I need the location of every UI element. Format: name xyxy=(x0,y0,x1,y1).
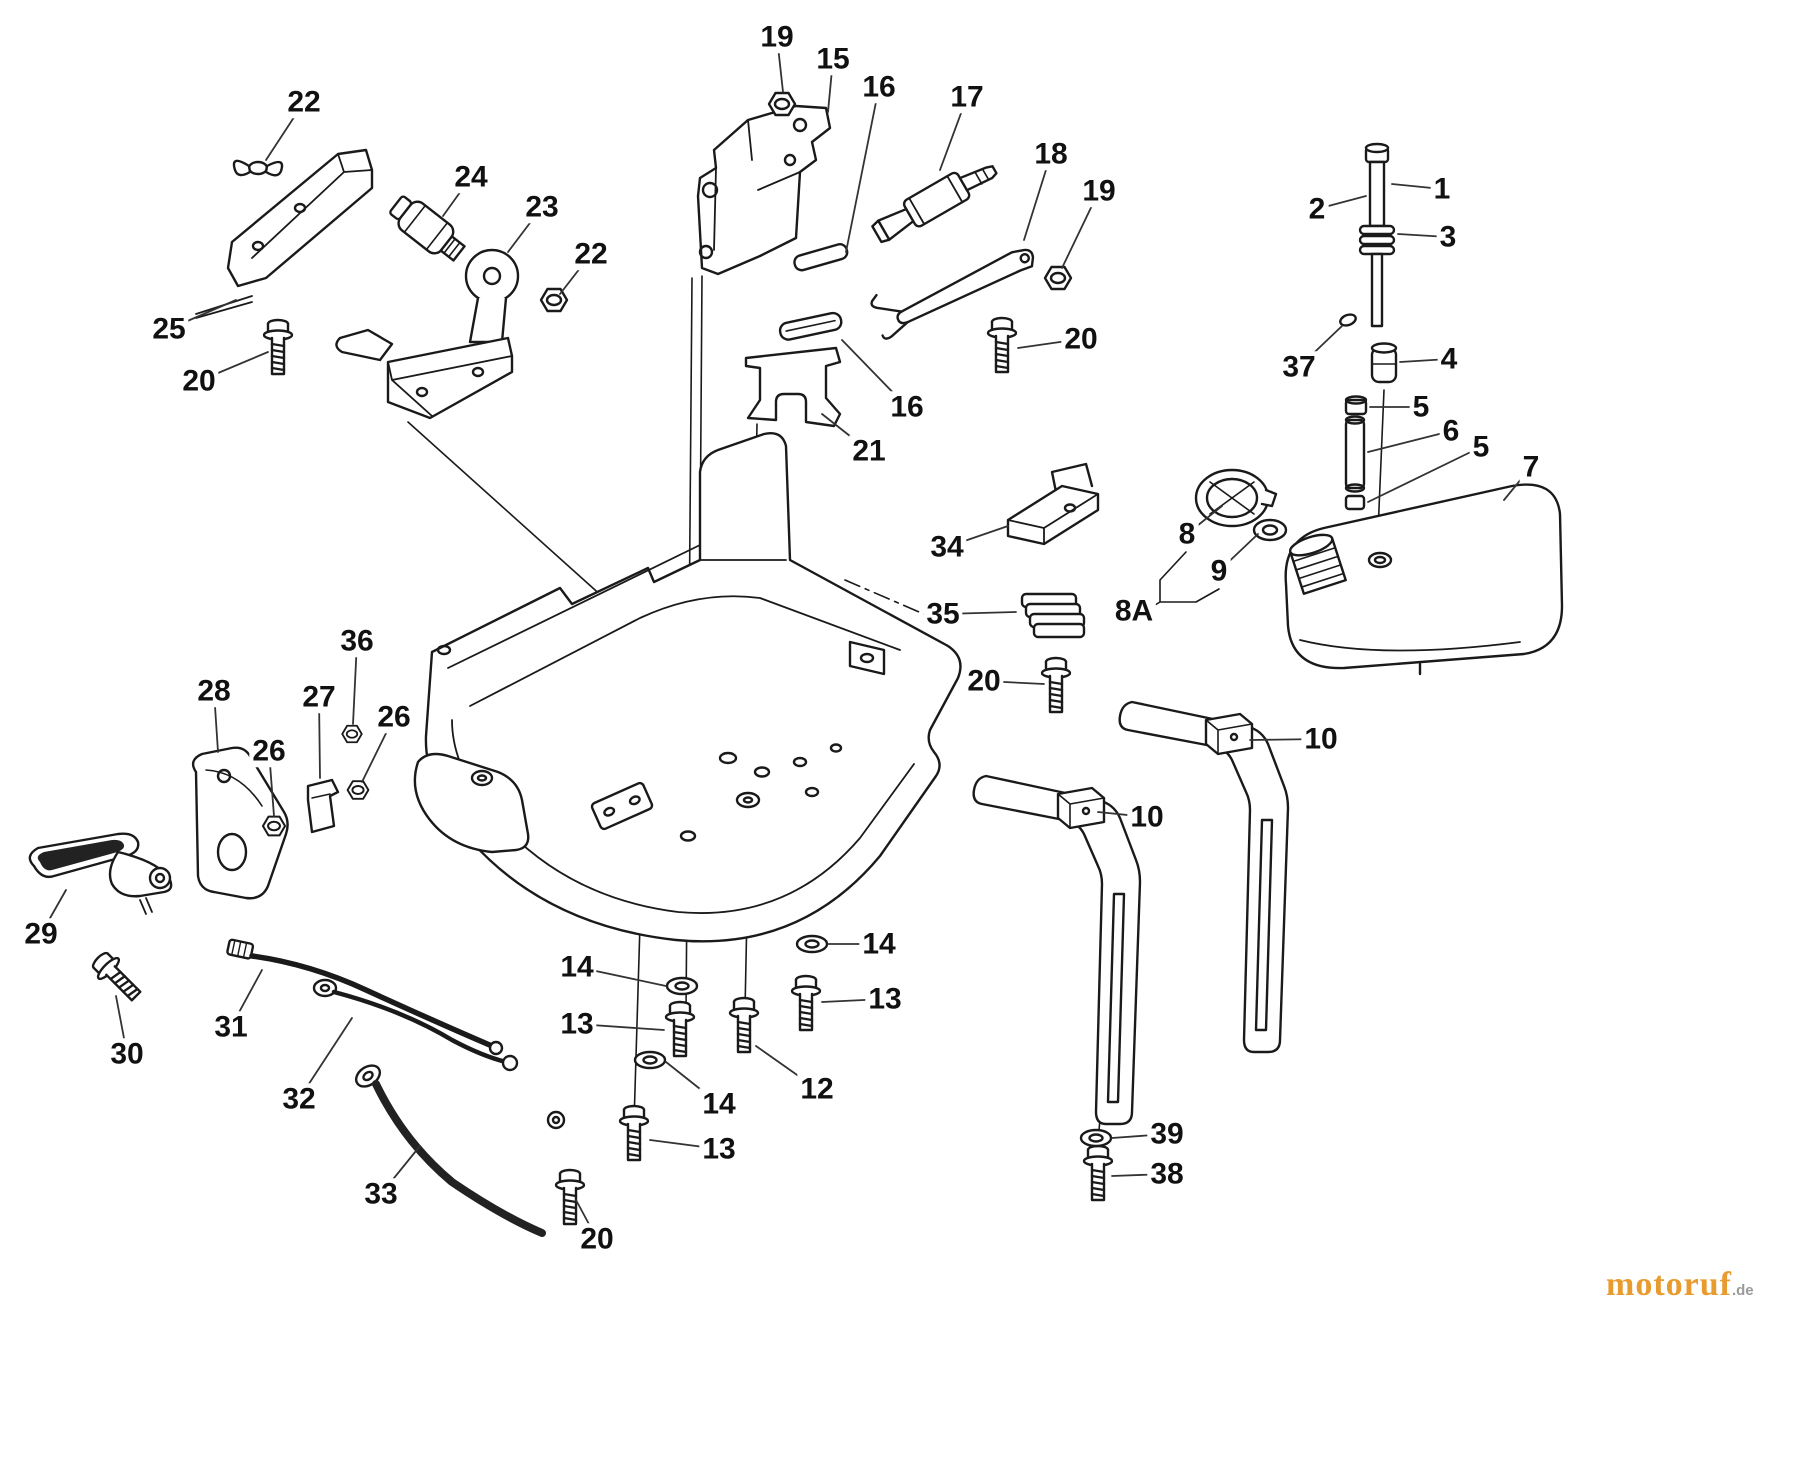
slide-plate-16-lower xyxy=(778,311,843,341)
deck-housing xyxy=(413,432,962,943)
cable-clamp-27 xyxy=(306,778,340,834)
bracket-34 xyxy=(1006,462,1100,546)
throttle-cable-31 xyxy=(226,938,504,1056)
cable-32 xyxy=(312,978,566,1130)
watermark-brand-text: motoruf xyxy=(1606,1266,1732,1303)
throttle-link-18 xyxy=(870,248,1035,340)
fuel-tank-7 xyxy=(1284,483,1564,676)
primer-solenoid-24 xyxy=(389,195,466,262)
cam-plate-28 xyxy=(191,746,289,900)
throttle-lever-29 xyxy=(28,832,173,915)
ground-cable-33 xyxy=(354,1064,546,1237)
handle-bar-right xyxy=(1118,700,1290,1054)
fuel-filter-17 xyxy=(871,165,998,244)
handle-bar-left xyxy=(972,774,1142,1126)
clamp-21 xyxy=(744,346,842,428)
plug-35 xyxy=(1020,592,1086,639)
washer-9 xyxy=(1252,518,1288,542)
fuel-pickup-assembly xyxy=(1339,142,1398,511)
watermark-logo[interactable]: motoruf.de xyxy=(1606,1266,1754,1304)
bracket-15 xyxy=(696,104,832,276)
wing-nut-22 xyxy=(232,159,284,177)
bracket-25 xyxy=(195,148,374,319)
bracket-23 xyxy=(335,248,520,420)
watermark-tld-text: .de xyxy=(1731,1282,1754,1299)
slide-plate-16-upper xyxy=(793,243,849,272)
